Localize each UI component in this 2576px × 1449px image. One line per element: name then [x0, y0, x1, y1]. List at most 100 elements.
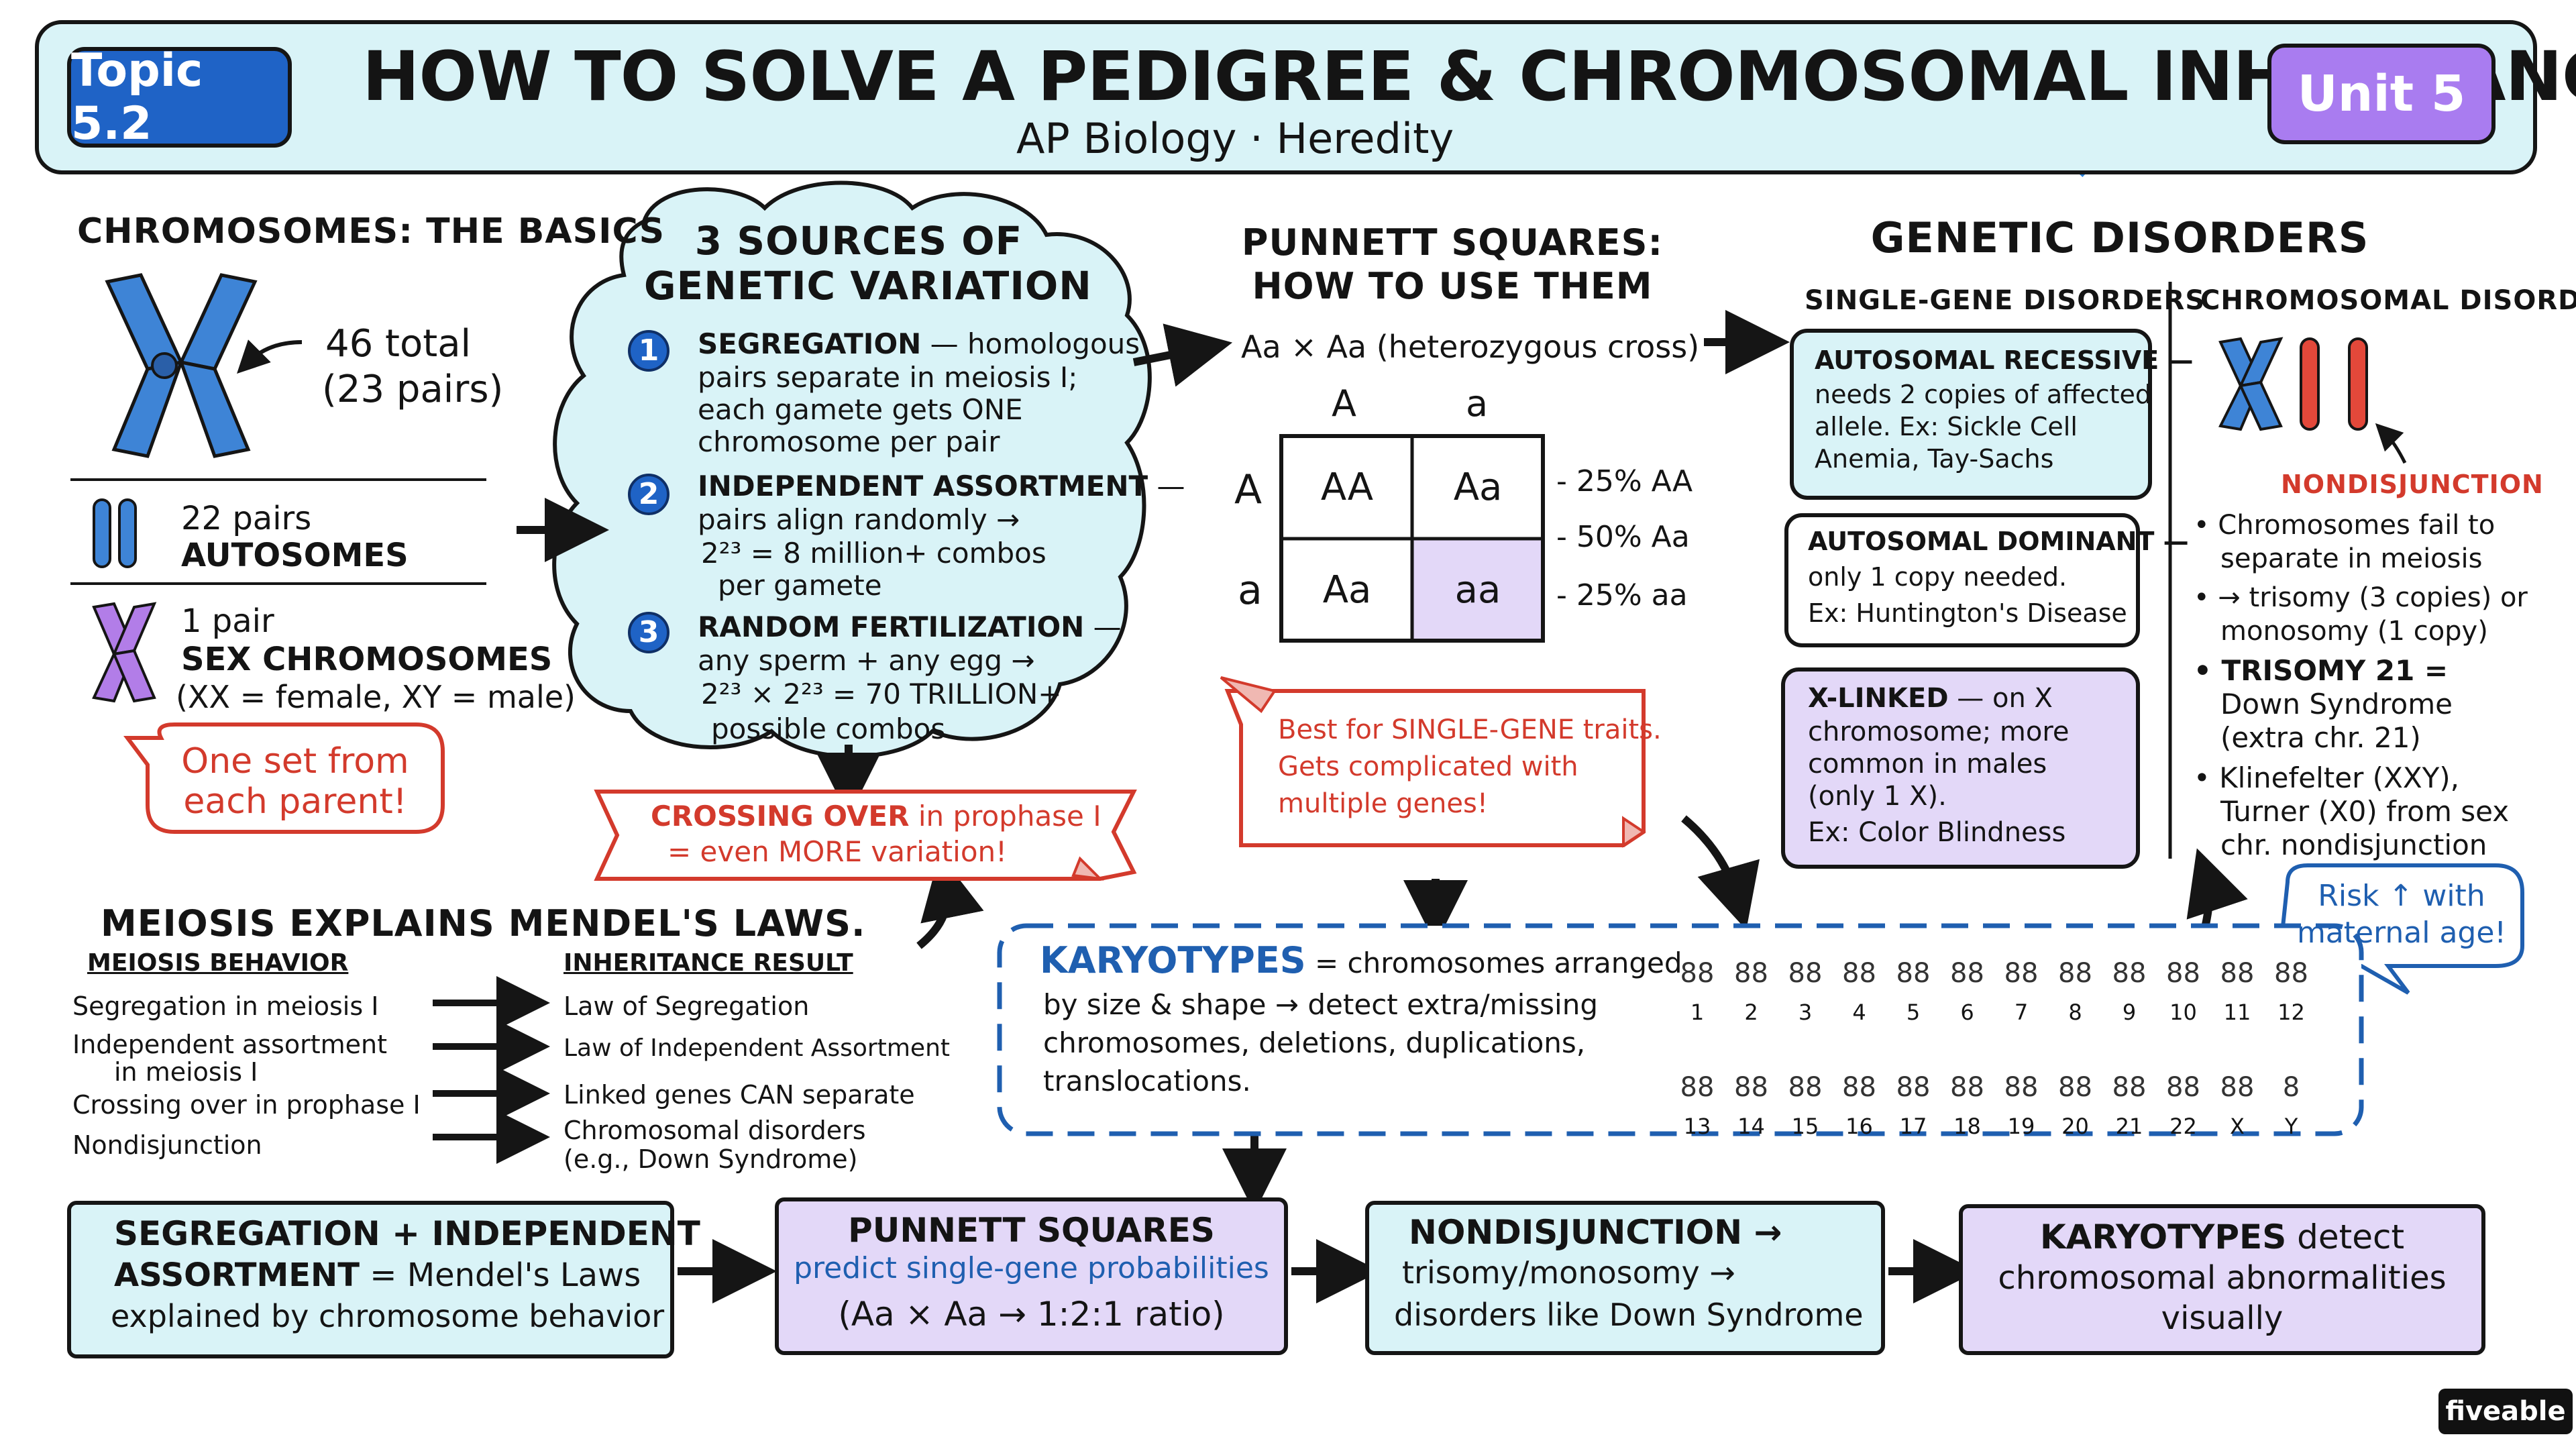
karyotype-label: 22 [2169, 1114, 2197, 1139]
meiosis-col1: MEIOSIS BEHAVIOR [87, 949, 349, 977]
step-1-badge: 1 [628, 330, 669, 372]
summary-2-l3: (Aa × Aa → 1:2:1 ratio) [838, 1295, 1225, 1334]
karyotype-chromosome: 88 [1734, 958, 1768, 989]
topic-badge: Topic 5.2 [67, 44, 292, 150]
karyotype-label: 13 [1683, 1114, 1711, 1139]
punnett-note-3: multiple genes! [1278, 788, 1488, 819]
bullet-2b: monosomy (1 copy) [2220, 616, 2488, 647]
step-2-rest: — [1148, 470, 1185, 502]
karyotype-chromosome: 88 [1680, 1072, 1715, 1103]
karyotype-head: KARYOTYPES [1040, 939, 1306, 981]
variation-title-2: GENETIC VARIATION [644, 263, 1092, 309]
meiosis-row3-left: Crossing over in prophase I [72, 1090, 421, 1120]
unit-badge: Unit 5 [2267, 44, 2496, 144]
meiosis-row2-left2: in meiosis I [114, 1057, 258, 1087]
karyotype-label: 21 [2115, 1114, 2143, 1139]
summary-4-l1: KARYOTYPES detect [1962, 1218, 2482, 1256]
karyotype-label: 1 [1690, 1000, 1705, 1025]
page-title: HOW TO SOLVE A PEDIGREE & CHROMOSOMAL IN… [362, 37, 2576, 117]
bullet-4c: chr. nondisjunction [2220, 828, 2487, 861]
step-2-line3: 2²³ = 8 million+ combos [701, 537, 1046, 570]
step-1-line3: each gamete gets ONE [698, 393, 1023, 426]
banner-rest: in prophase I [909, 800, 1102, 833]
karyotype-label: 3 [1798, 1000, 1813, 1025]
step-2-line2: pairs align randomly → [698, 503, 1020, 536]
meiosis-row4-right2: (e.g., Down Syndrome) [564, 1144, 858, 1174]
xlinked-rest: — on X [1948, 683, 2053, 714]
meiosis-row2-left: Independent assortment [72, 1030, 387, 1059]
bullet-3c: (extra chr. 21) [2220, 721, 2421, 754]
karyotype-label: 11 [2223, 1000, 2251, 1025]
xlinked-head: X-LINKED [1808, 683, 1949, 714]
karyotype-chromosome: 88 [1842, 1072, 1876, 1103]
karyotype-label: 19 [2007, 1114, 2035, 1139]
summary-1-l2a: ASSORTMENT [114, 1256, 360, 1294]
karyotype-line2: by size & shape → detect extra/missing [1043, 988, 1598, 1021]
sex-count: 1 pair [181, 602, 274, 640]
autosome-label: AUTOSOMES [181, 537, 409, 574]
xlinked-l3: (only 1 X). [1808, 781, 1947, 812]
basics-title: CHROMOSOMES: THE BASICS [77, 211, 665, 252]
summary-3-l1: NONDISJUNCTION → [1409, 1213, 1782, 1252]
step-2-head: INDEPENDENT ASSORTMENT [698, 470, 1148, 502]
dominant-l1: only 1 copy needed. [1808, 562, 2068, 592]
karyotype-chromosome: 88 [2220, 1072, 2255, 1103]
meiosis-row1-right: Law of Segregation [564, 991, 810, 1021]
risk-line1: Risk ↑ with [2318, 879, 2485, 913]
callout-line2: each parent! [183, 782, 407, 822]
step-1-line1: SEGREGATION — homologous [698, 327, 1140, 360]
step-2-line1: INDEPENDENT ASSORTMENT — [698, 470, 1185, 502]
karyotype-label: 12 [2277, 1000, 2305, 1025]
callout-bubble [123, 722, 445, 834]
summary-1-l1: SEGREGATION + INDEPENDENT [114, 1214, 700, 1253]
summary-4-l3: visually [2161, 1299, 2284, 1337]
total-count: 46 total [325, 322, 472, 366]
meiosis-title: MEIOSIS EXPLAINS MENDEL'S LAWS. [101, 902, 866, 945]
autosome-count: 22 pairs [181, 500, 312, 537]
step-1-rest: — homologous [921, 327, 1140, 360]
meiosis-row4-left: Nondisjunction [72, 1130, 262, 1160]
summary-2-l2: predict single-gene probabilities [794, 1251, 1269, 1285]
page-subtitle: AP Biology · Heredity [1016, 114, 1454, 163]
summary-1-l2b: = Mendel's Laws [359, 1256, 641, 1294]
karyotype-chromosome: 88 [2004, 1072, 2039, 1103]
xlinked-l1: chromosome; more [1808, 716, 2070, 747]
karyotype-box [997, 923, 2364, 1136]
karyotype-label: 8 [2068, 1000, 2082, 1025]
punnett-col-a: a [1466, 382, 1489, 425]
karyotype-chromosome: 88 [2004, 958, 2039, 989]
karyotype-chromosome: 88 [1680, 958, 1715, 989]
summary-4-l2: chromosomal abnormalities [1998, 1259, 2447, 1297]
bullet-3a: • TRISOMY 21 = [2194, 654, 2449, 687]
callout-line1: One set from [181, 741, 409, 782]
karyotype-label: 6 [1960, 1000, 1974, 1025]
summary-4-l1b: detect [2286, 1218, 2405, 1256]
meiosis-row2-right: Law of Independent Assortment [564, 1034, 950, 1062]
karyotype-chromosome: 88 [2058, 1072, 2092, 1103]
xlinked-l4: Ex: Color Blindness [1808, 817, 2066, 848]
x-chromosome-blue-icon [105, 273, 258, 458]
meiosis-col2: INHERITANCE RESULT [564, 949, 853, 977]
karyotype-label: 16 [1845, 1114, 1873, 1139]
autosome-icon [93, 498, 111, 568]
xlinked-l2: common in males [1808, 749, 2047, 780]
sex-label: SEX CHROMOSOMES [181, 641, 553, 678]
bullet-4a: • Klinefelter (XXY), [2194, 761, 2460, 794]
bullet-1b: separate in meiosis [2220, 543, 2483, 574]
karyotype-chromosome: 88 [1950, 958, 1984, 989]
step-3-head: RANDOM FERTILIZATION [698, 610, 1085, 643]
total-pairs: (23 pairs) [322, 368, 504, 411]
summary-card-3 [1365, 1201, 1885, 1355]
punnett-row-a: a [1238, 567, 1263, 614]
karyotype-label: 2 [1744, 1000, 1758, 1025]
summary-3-l3: disorders like Down Syndrome [1394, 1297, 1864, 1333]
dominant-head: AUTOSOMAL DOMINANT — [1808, 527, 2189, 556]
karyotype-label: 17 [1899, 1114, 1927, 1139]
punnett-row-A: A [1234, 466, 1263, 513]
sex-detail: (XX = female, XY = male) [176, 679, 576, 715]
step-3-rest: — [1084, 610, 1122, 643]
crossing-over-banner [594, 790, 1137, 881]
banner-head: CROSSING OVER [651, 800, 910, 833]
karyotype-label: 15 [1791, 1114, 1819, 1139]
